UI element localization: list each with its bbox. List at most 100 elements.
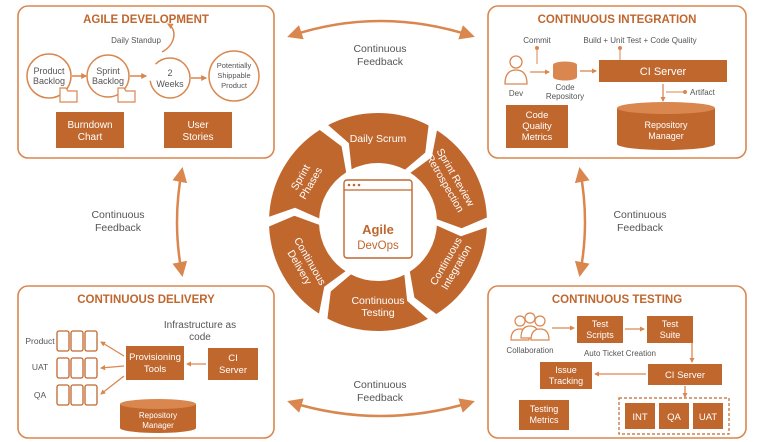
burndown-line1: Burndown — [67, 120, 112, 131]
wheel-label-daily-scrum: Daily Scrum — [350, 133, 407, 145]
dev-user-icon — [504, 55, 528, 85]
cd-flow: Infrastructure as code Product UAT QA Pr… — [25, 320, 258, 433]
agile-development-panel — [17, 5, 275, 159]
server-rack-product — [56, 330, 98, 352]
server-rack-uat — [56, 357, 98, 379]
center-window-icon — [343, 179, 413, 259]
ci-flow: Commit Build + Unit Test + Code Quality … — [504, 36, 727, 150]
user-stories-line1: User — [187, 120, 209, 131]
feedback-arrow-bottom — [287, 398, 475, 418]
wheel-segment-continuous-testing — [325, 271, 432, 333]
continuous-testing-title: CONTINUOUS TESTING — [552, 294, 682, 306]
burndown-chart-box — [56, 112, 124, 148]
metrics-line3: Metrics — [522, 132, 553, 143]
wheel-label-continuous-testing: Testing — [361, 307, 394, 319]
wheel-label-continuous-testing: Continuous — [351, 295, 404, 307]
sprint-backlog-circle — [86, 54, 130, 98]
continuous-delivery-title: CONTINUOUS DELIVERY — [77, 294, 215, 306]
metrics-line2: Quality — [522, 121, 552, 132]
env-product-label: Product — [25, 336, 55, 346]
infra-line2: code — [189, 332, 211, 343]
env-uat-box — [693, 403, 723, 429]
agile-development-title: AGILE DEVELOPMENT — [83, 14, 209, 26]
wheel-segment-continuous-integration — [407, 222, 489, 317]
feedback-right-line1: Continuous — [613, 209, 666, 221]
commit-label: Commit — [523, 36, 551, 45]
collaboration-label: Collaboration — [506, 346, 553, 355]
provision-to-qa-arrow — [100, 375, 125, 395]
provisioning-line1: Provisioning — [129, 352, 181, 363]
cd-repository-manager-cylinder — [120, 399, 196, 433]
ct-flow: Collaboration Test Scripts Test Suite Au… — [506, 312, 730, 435]
feedback-bottom-line1: Continuous — [353, 379, 406, 391]
cd-ci-line2: Server — [219, 365, 247, 376]
ci-server-box — [599, 60, 727, 82]
ct-ci-server-box — [648, 364, 722, 385]
provision-to-product-arrow — [100, 341, 125, 357]
env-uat-label: UAT — [699, 412, 717, 423]
test-scripts-box — [577, 316, 623, 343]
provision-to-uat-arrow — [99, 365, 125, 371]
infra-line1: Infrastructure as — [164, 320, 236, 331]
continuous-delivery-panel — [17, 285, 275, 439]
testing-metrics-line1: Testing — [530, 404, 559, 414]
issue-tracking-line1: Issue — [555, 365, 577, 375]
cd-ci-server-box — [208, 348, 258, 380]
ci-repo-manager-line1: Repository — [644, 120, 688, 130]
feedback-arrow-top — [287, 19, 475, 40]
continuous-testing-panel — [487, 285, 747, 439]
product-backlog-circle — [26, 53, 72, 99]
env-qa-box — [659, 403, 689, 429]
build-label: Build + Unit Test + Code Quality — [583, 36, 696, 45]
environments-dashed-frame — [618, 397, 730, 435]
weeks-line2: Weeks — [156, 79, 184, 89]
sprint-backlog-line2: Backlog — [92, 76, 124, 86]
feedback-left-line1: Continuous — [91, 209, 144, 221]
sprint-backlog-line1: Sprint — [96, 66, 120, 76]
user-stories-line2: Stories — [182, 132, 213, 143]
product-backlog-line1: Product — [33, 66, 65, 76]
shippable-line3: Product — [221, 81, 248, 90]
artifact-dot — [683, 90, 687, 94]
provisioning-tools-box — [126, 346, 184, 380]
center-subtitle: DevOps — [357, 240, 399, 252]
agile-flow: Daily Standup Product Backlog Sprint Bac… — [26, 23, 260, 148]
wheel-segment-daily-scrum — [324, 111, 431, 173]
folder-icon — [59, 87, 78, 103]
code-repo-line1: Code — [555, 83, 575, 92]
issue-tracking-line2: Tracking — [549, 376, 583, 386]
feedback-top-line2: Feedback — [357, 56, 404, 68]
testing-metrics-box — [519, 400, 569, 430]
provisioning-line2: Tools — [144, 364, 166, 375]
wheel-segment-sprint-review — [406, 127, 489, 231]
env-int-box — [625, 403, 655, 429]
daily-standup-label: Daily Standup — [111, 36, 161, 45]
folder-icon — [117, 87, 136, 103]
wheel-segment-sprint-phases — [267, 127, 349, 222]
server-rack-qa — [56, 384, 98, 406]
test-suite-box — [647, 316, 693, 343]
artifact-label: Artifact — [690, 88, 716, 97]
auto-ticket-label: Auto Ticket Creation — [584, 349, 656, 358]
testing-metrics-line2: Metrics — [530, 415, 559, 425]
standup-loop-arrow — [161, 23, 175, 53]
continuous-integration-title: CONTINUOUS INTEGRATION — [538, 14, 697, 26]
collaboration-people-icon — [510, 312, 550, 341]
build-dot — [618, 46, 622, 50]
env-uat-label: UAT — [32, 362, 48, 372]
feedback-top-line1: Continuous — [353, 43, 406, 55]
code-repository-icon — [553, 61, 577, 81]
metrics-line1: Code — [526, 110, 549, 121]
center-title: Agile — [362, 222, 394, 237]
two-weeks-circle — [149, 57, 191, 99]
dev-label: Dev — [509, 89, 523, 98]
code-quality-metrics-box — [506, 105, 568, 148]
repository-manager-cylinder — [617, 102, 715, 150]
env-int-label: INT — [632, 412, 648, 423]
continuous-integration-panel — [487, 5, 747, 159]
test-scripts-line2: Scripts — [586, 330, 614, 340]
env-qa-label: QA — [34, 390, 47, 400]
test-suite-line1: Test — [662, 319, 679, 329]
test-suite-line2: Suite — [660, 330, 681, 340]
